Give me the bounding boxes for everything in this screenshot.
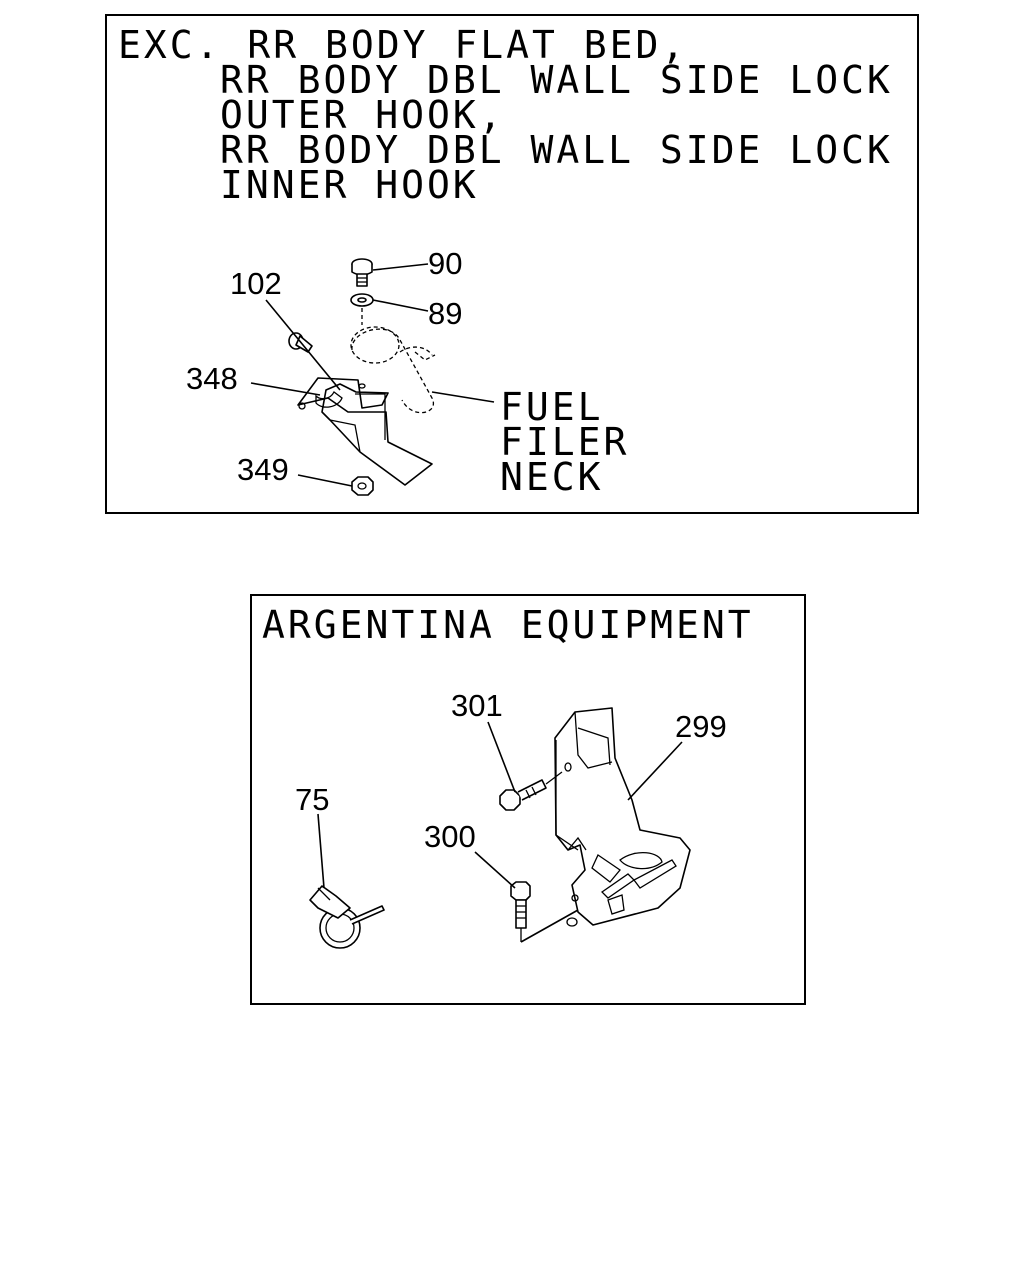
- fuel-filler-neck-drawing: [350, 308, 436, 414]
- clamp-75-drawing: [309, 885, 385, 949]
- panel-fuel-filler-neck: EXC. RR BODY FLAT BED, RR BODY DBL WALL …: [105, 14, 919, 514]
- part-label-fuel: FUEL: [500, 385, 604, 429]
- callout-301: 301: [451, 688, 503, 723]
- condition-line-5: INNER HOOK: [220, 163, 479, 207]
- nut-349-drawing: [351, 476, 374, 496]
- bolt-300-drawing: [510, 881, 531, 942]
- callout-349: 349: [237, 452, 289, 487]
- leader-348: [250, 382, 321, 396]
- condition-line-2: RR BODY DBL WALL SIDE LOCK: [220, 58, 893, 102]
- callout-102: 102: [230, 266, 282, 301]
- leader-300-hole: [520, 909, 579, 943]
- condition-line-3: OUTER HOOK,: [220, 93, 505, 137]
- leader-90: [372, 263, 429, 271]
- callout-299: 299: [675, 709, 727, 744]
- condition-line-1: EXC. RR BODY FLAT BED,: [118, 23, 687, 67]
- callout-300: 300: [424, 819, 476, 854]
- leader-fuel-filler-neck: [431, 391, 495, 403]
- part-label-filer: FILER: [500, 420, 629, 464]
- part-label-neck: NECK: [500, 455, 604, 499]
- leader-349: [297, 474, 353, 487]
- bracket-299-drawing: [554, 707, 691, 927]
- callout-348: 348: [186, 361, 238, 396]
- panel-argentina-equipment: ARGENTINA EQUIPMENT: [250, 594, 806, 1005]
- bolt-90-drawing: [351, 258, 373, 287]
- washer-89-drawing: [350, 293, 374, 307]
- leader-89: [372, 299, 429, 312]
- bolt-301-drawing: [499, 771, 563, 811]
- callout-89: 89: [428, 296, 462, 331]
- panel-2-frame: [250, 594, 806, 1005]
- leader-299: [627, 741, 683, 801]
- callout-90: 90: [428, 246, 462, 281]
- bracket-348-drawing: [297, 377, 433, 486]
- condition-line-4: RR BODY DBL WALL SIDE LOCK: [220, 128, 893, 172]
- leader-301: [487, 721, 516, 793]
- panel-2-title: ARGENTINA EQUIPMENT: [262, 603, 754, 647]
- callout-75: 75: [295, 782, 329, 817]
- leader-102: [265, 299, 341, 391]
- panel-1-frame: [105, 14, 919, 514]
- leader-75: [317, 813, 325, 889]
- leader-300: [474, 851, 516, 889]
